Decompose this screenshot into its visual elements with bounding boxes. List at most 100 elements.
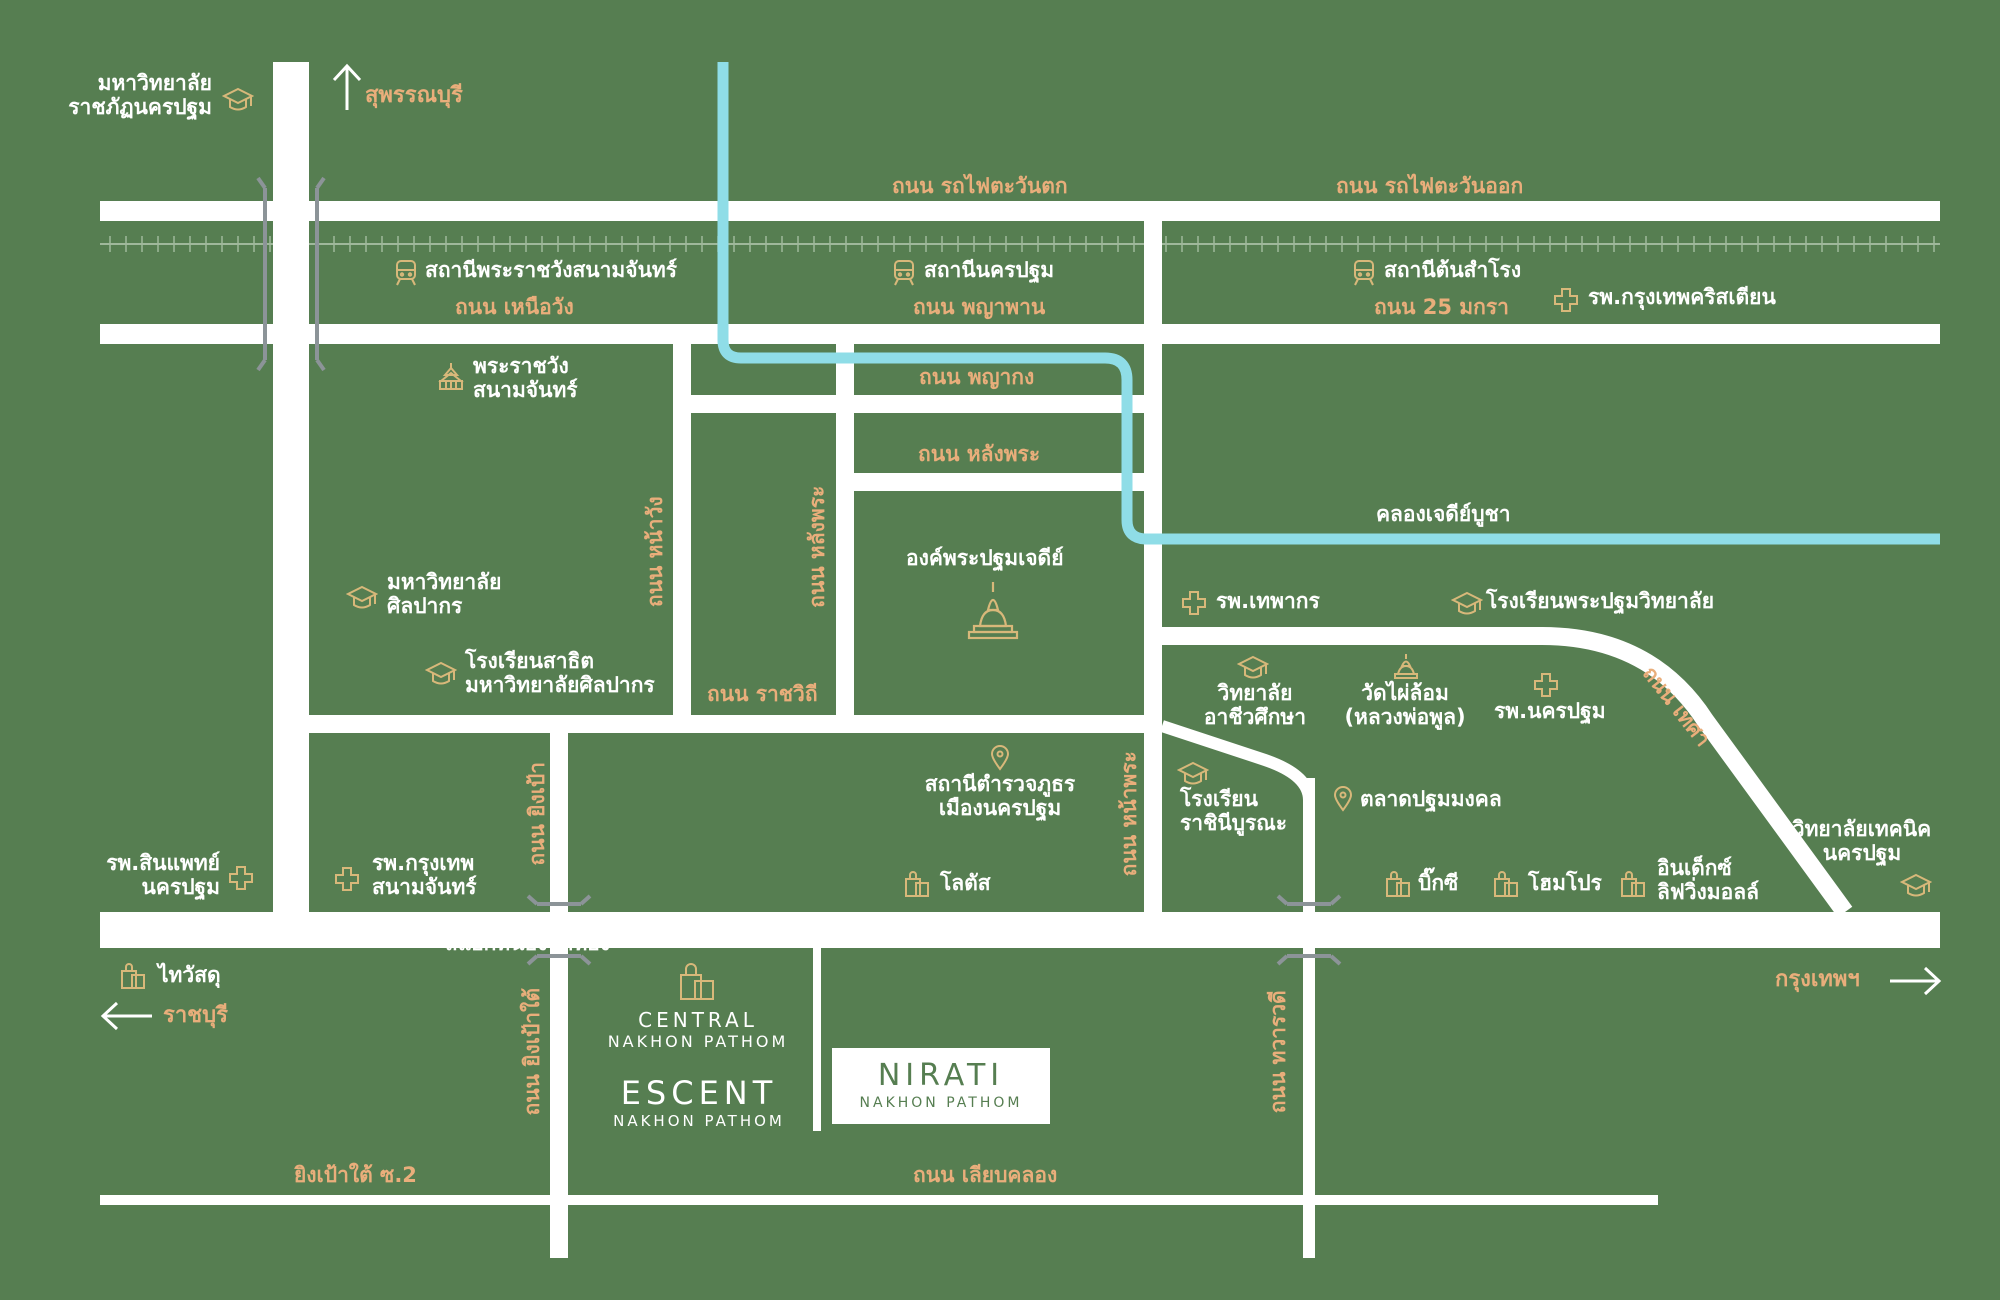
nirati-box (832, 1048, 1050, 1124)
roads (100, 62, 1940, 1258)
nirati-nakhon-pathom-logo: NIRATI NAKHON PATHOM (832, 1058, 1050, 1112)
arrow-left-icon (100, 1001, 152, 1031)
road-label-lang-phra-vertical: ถนน หลังพระ (805, 485, 830, 608)
overpass-markers (256, 176, 1342, 966)
train-icon (396, 260, 416, 286)
place-phra-pathom-chedi: องค์พระปฐมเจดีย์ (906, 546, 1064, 570)
place-station-nakhon-pathom: สถานีนครปฐม (924, 258, 1055, 282)
road-escent-lane (813, 948, 821, 1131)
shopping-bags-icon (1494, 871, 1518, 897)
location-pin-icon (1333, 786, 1353, 812)
road-label-rail-east: ถนน รถไฟตะวันออก (1336, 174, 1524, 198)
road-label-lang-phra: ถนน หลังพระ (918, 442, 1041, 466)
place-vocational-college: วิทยาลัยอาชีวศึกษา (1203, 681, 1307, 729)
temple-icon (1394, 654, 1418, 679)
place-technical-college: วิทยาลัยเทคนิคนครปฐม (1792, 817, 1932, 865)
shopping-bags-icon (680, 963, 714, 1000)
place-index-living-mall: อินเด็กซ์ลิฟวิ่งมอลล์ (1657, 856, 1759, 904)
graduation-cap-icon (1900, 873, 1932, 897)
graduation-cap-icon (425, 661, 457, 685)
central-subtitle: NAKHON PATHOM (607, 1032, 789, 1051)
road-lang-phra-h (854, 473, 1144, 491)
central-name: CENTRAL (638, 1008, 758, 1032)
place-rajabhat: มหาวิทยาลัยราชภัฏนครปฐม (68, 71, 212, 119)
road-thesa-h (1162, 627, 1542, 645)
road-label-phaya-kong: ถนน พญากง (919, 365, 1035, 389)
direction-arrows (100, 63, 1942, 1031)
place-sanam-chandra-palace: พระราชวังสนามจันทร์ (473, 354, 578, 402)
road-na-phra (1144, 221, 1162, 912)
pagoda-icon (967, 582, 1019, 640)
hospital-cross-icon (1534, 673, 1558, 697)
road-phetkasem (100, 912, 1940, 948)
arrow-right-icon (1890, 966, 1942, 996)
place-pathom-mongkol-market: ตลาดปฐมมงคล (1360, 787, 1502, 811)
road-thesa (1541, 627, 1853, 918)
place-phrapathom-school: โรงเรียนพระปฐมวิทยาลัย (1486, 589, 1714, 613)
intersection-label: สี่แยกหนองขาหยั่ง (445, 931, 610, 955)
road-label-liap-khlong: ถนน เลียบคลอง (913, 1163, 1058, 1187)
place-police-station: สถานีตำรวจภูธรเมืองนครปฐม (924, 772, 1076, 820)
place-silpakorn-university: มหาวิทยาลัยศิลปากร (387, 570, 502, 618)
place-big-c: บิ๊กซี (1418, 871, 1459, 895)
road-yingpao (550, 733, 568, 1258)
road-nuea-wang (100, 324, 1940, 344)
road-label-yingpao: ถนน ยิงเป้า (525, 761, 550, 866)
road-label-yingpao-tai: ถนน ยิงเป้าใต้ (520, 988, 545, 1116)
hospital-cross-icon (335, 867, 359, 891)
hospital-cross-icon (1182, 591, 1206, 615)
shopping-bags-icon (121, 963, 145, 989)
road-label-rail-west: ถนน รถไฟตะวันตก (892, 174, 1068, 198)
road-liap-khlong (100, 1195, 1658, 1205)
canal-chedi-bucha (717, 62, 1940, 545)
road-thawarawadi (1303, 778, 1315, 1258)
road-label-na-phra: ถนน หน้าพระ (1117, 751, 1142, 877)
road-thawarawadi-curve (1160, 720, 1315, 801)
road-label-na-wang: ถนน หน้าวัง (643, 496, 668, 608)
train-icon (1354, 260, 1374, 286)
palace-icon (438, 363, 464, 390)
location-pin-icon (990, 745, 1010, 771)
road-label-malaiman: ถนน มาลัยแมน (276, 500, 303, 656)
place-bkk-sanam-chandra-hospital: รพ.กรุงเทพสนามจันทร์ (372, 851, 477, 899)
road-label-phaya-phan: ถนน พญาพาน (913, 295, 1046, 319)
place-nakhon-pathom-hospital: รพ.นครปฐม (1494, 699, 1606, 723)
place-thephakorn-hospital: รพ.เทพากร (1216, 589, 1320, 613)
graduation-cap-icon (1177, 761, 1209, 785)
place-station-ton-samrong: สถานีต้นสำโรง (1384, 258, 1522, 282)
road-lang-phra (836, 344, 854, 716)
railway-track (100, 236, 1940, 252)
shopping-bags-icon (1621, 871, 1645, 897)
road-rail-top (100, 201, 1940, 221)
place-wat-phai-lom: วัดไผ่ล้อม(หลวงพ่อพูล) (1344, 681, 1466, 729)
road-label-nuea-wang: ถนน เหนือวัง (455, 295, 574, 319)
escent-subtitle: NAKHON PATHOM (613, 1112, 785, 1130)
road-label-phetkasem-east: ถนน เพชรเกษม (1398, 914, 1541, 938)
arrow-up-icon (332, 63, 362, 110)
road-ratchawithi (309, 715, 1162, 733)
hospital-cross-icon (1554, 288, 1578, 312)
graduation-cap-icon (1237, 655, 1269, 679)
place-ratchini-burana-school: โรงเรียนราชินีบูรณะ (1180, 787, 1288, 835)
direction-ratchaburi: ราชบุรี (163, 1003, 228, 1028)
place-lotus: โลตัส (940, 871, 991, 895)
nirati-name: NIRATI (877, 1058, 1005, 1093)
road-label-ratchawithi: ถนน ราชวิถี (707, 682, 818, 706)
place-thai-watsadu: ไทวัสดุ (158, 963, 221, 987)
road-label-phetkasem-west: ถนน เพชรเกษม (714, 914, 857, 938)
central-nakhon-pathom-logo: CENTRAL NAKHON PATHOM (580, 1008, 816, 1052)
place-satit-school: โรงเรียนสาธิตมหาวิทยาลัยศิลปากร (465, 649, 655, 697)
road-phaya-kong (691, 395, 1144, 413)
train-icon (894, 260, 914, 286)
direction-bangkok: กรุงเทพฯ (1775, 967, 1860, 992)
road-label-thawarawadi: ถนน ทวารวดี (1266, 990, 1291, 1114)
place-homepro: โฮมโปร (1528, 871, 1602, 895)
road-label-25-makara: ถนน 25 มกรา (1374, 295, 1509, 319)
graduation-cap-icon (222, 87, 254, 111)
graduation-cap-icon (1451, 591, 1483, 615)
shopping-bags-icon (1386, 871, 1410, 897)
place-sinphaet-hospital: รพ.สินแพทย์นครปฐม (106, 851, 220, 899)
place-bkk-christian-hospital: รพ.กรุงเทพคริสเตียน (1588, 285, 1776, 309)
hospital-cross-icon (229, 866, 253, 890)
